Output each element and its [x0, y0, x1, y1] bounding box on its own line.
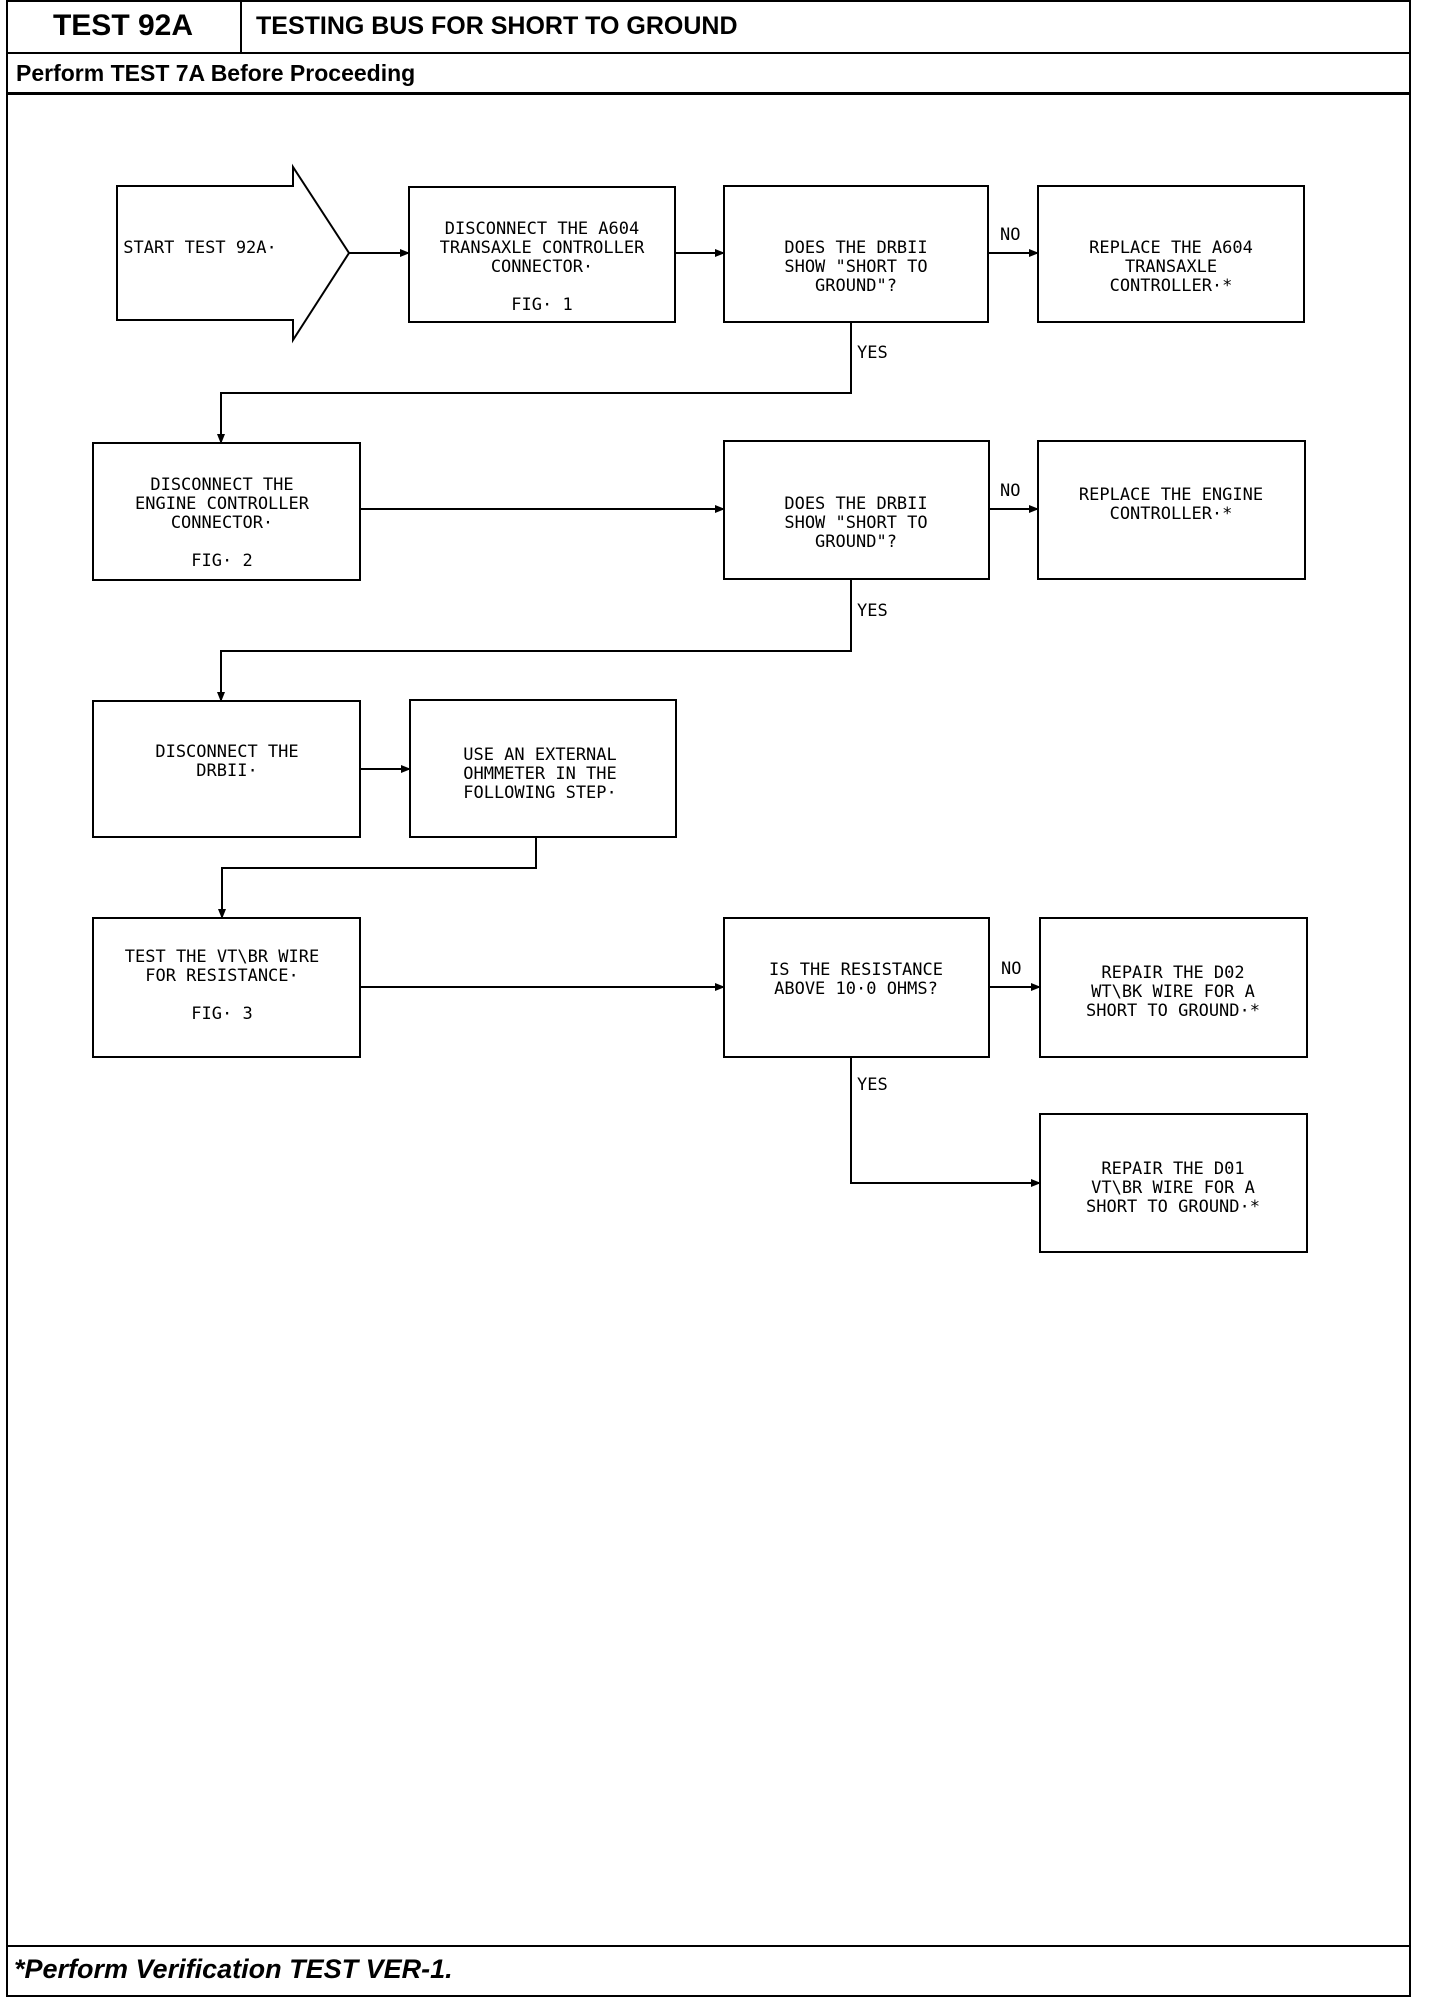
- repair-d01-line: SHORT TO GROUND·*: [1086, 1197, 1260, 1217]
- start-text: START TEST 92A·: [123, 238, 277, 258]
- disconnect-engine-line: CONNECTOR·: [171, 513, 273, 533]
- disconnect-a604-line: FIG· 1: [511, 295, 572, 315]
- no-label-3: NO: [1001, 959, 1021, 979]
- repair-d02-line: WT\BK WIRE FOR A: [1091, 982, 1255, 1002]
- yes-label-3: YES: [857, 1075, 888, 1095]
- edge-ohmmeter-to-test: [218, 837, 537, 919]
- yes-label-2: YES: [857, 601, 888, 621]
- q2-line: DOES THE DRBII: [784, 494, 927, 514]
- replace-a604-line: REPLACE THE A604: [1089, 238, 1253, 258]
- start-line: START TEST 92A·: [123, 238, 277, 258]
- use-ohmmeter-line: USE AN EXTERNAL: [463, 745, 617, 765]
- test-id: TEST 92A: [6, 0, 242, 52]
- no-label-1: NO: [1000, 225, 1020, 245]
- q1-line: GROUND"?: [815, 276, 897, 296]
- disconnect-a604-line: CONNECTOR·: [491, 257, 593, 277]
- disconnect-drbii-line: DRBII·: [196, 761, 257, 781]
- edge-q2-yes: [217, 579, 852, 702]
- repair-d02-line: REPAIR THE D02: [1101, 963, 1244, 983]
- edge-q1-yes: [217, 322, 852, 444]
- start-node: START TEST 92A·: [116, 163, 351, 344]
- test-wire-line: FOR RESISTANCE·: [145, 966, 299, 986]
- yes-label-1: YES: [857, 343, 888, 363]
- edge-q3-yes: [850, 1057, 1041, 1187]
- use-ohmmeter-line: FOLLOWING STEP·: [463, 783, 617, 803]
- disconnect-engine-line: DISCONNECT THE: [150, 475, 293, 495]
- replace-engine-line: CONTROLLER·*: [1110, 504, 1233, 524]
- repair-d01-line: REPAIR THE D01: [1101, 1159, 1244, 1179]
- q1-line: DOES THE DRBII: [784, 238, 927, 258]
- disconnect-engine-line: ENGINE CONTROLLER: [135, 494, 310, 514]
- page-title: TESTING BUS FOR SHORT TO GROUND: [256, 11, 738, 40]
- disconnect-a604-line: DISCONNECT THE A604: [445, 219, 639, 239]
- footer-divider: [6, 1945, 1411, 1947]
- disconnect-engine-line: FIG· 2: [191, 551, 252, 571]
- page-frame: [6, 0, 1411, 1997]
- use-ohmmeter-line: OHMMETER IN THE: [463, 764, 617, 784]
- q3-line: ABOVE 10·0 OHMS?: [774, 979, 938, 999]
- no-label-2: NO: [1000, 481, 1020, 501]
- q2-line: SHOW "SHORT TO: [784, 513, 927, 533]
- q2-line: GROUND"?: [815, 532, 897, 552]
- replace-a604-line: CONTROLLER·*: [1110, 276, 1233, 296]
- repair-d01-line: VT\BR WIRE FOR A: [1091, 1178, 1255, 1198]
- test-wire-line: FIG· 3: [191, 1004, 252, 1024]
- disconnect-a604-line: TRANSAXLE CONTROLLER: [440, 238, 645, 258]
- q3-line: IS THE RESISTANCE: [769, 960, 943, 980]
- disconnect-drbii-line: DISCONNECT THE: [155, 742, 298, 762]
- subtitle-divider: [6, 92, 1411, 95]
- replace-engine-line: REPLACE THE ENGINE: [1079, 485, 1263, 505]
- test-wire-line: TEST THE VT\BR WIRE: [125, 947, 319, 967]
- header-divider: [6, 52, 1411, 54]
- page-subtitle: Perform TEST 7A Before Proceeding: [16, 60, 416, 86]
- q1-line: SHOW "SHORT TO: [784, 257, 927, 277]
- replace-a604-line: TRANSAXLE: [1125, 257, 1217, 277]
- repair-d02-line: SHORT TO GROUND·*: [1086, 1001, 1260, 1021]
- footer-note: *Perform Verification TEST VER-1.: [14, 1954, 453, 1984]
